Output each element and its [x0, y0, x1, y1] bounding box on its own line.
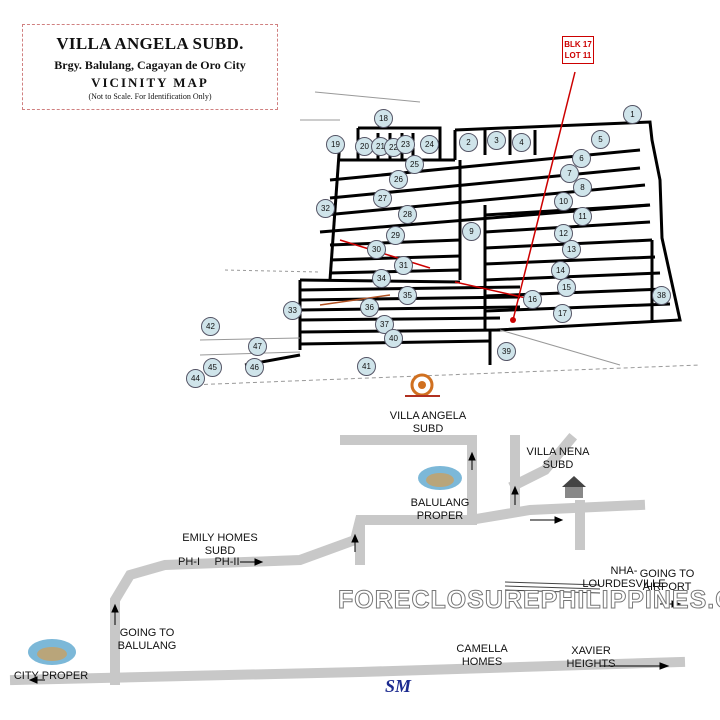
- going-to-balulang-label: GOING TO BALULANG: [117, 627, 177, 652]
- watermark-text: FORECLOSUREPHILIPPINES.COM: [338, 586, 720, 615]
- phase-1-label: PH-I: [178, 556, 200, 568]
- block-number: 28: [398, 205, 417, 224]
- block-number: 31: [394, 256, 413, 275]
- block-number: 2: [459, 133, 478, 152]
- block-number: 3: [487, 131, 506, 150]
- map-type: VICINITY MAP: [91, 75, 209, 90]
- sm-logo: SM: [385, 676, 412, 696]
- block-number: 6: [572, 149, 591, 168]
- landmark-image-icon: [28, 466, 462, 665]
- block-number: 36: [360, 298, 379, 317]
- lot-tag-lot: LOT 11: [564, 51, 592, 60]
- block-number: 15: [557, 278, 576, 297]
- block-number: 25: [405, 155, 424, 174]
- block-number: 12: [554, 224, 573, 243]
- block-number: 16: [523, 290, 542, 309]
- block-number: 7: [560, 164, 579, 183]
- subdivision-lots: [244, 120, 682, 367]
- lot-tag-block: BLK 17: [564, 40, 592, 49]
- block-number: 45: [203, 358, 222, 377]
- block-number: 9: [462, 222, 481, 241]
- lot-tag: BLK 17 LOT 11: [562, 36, 594, 64]
- camella-homes-label: CAMELLA HOMES: [456, 643, 508, 668]
- block-number: 17: [553, 304, 572, 323]
- block-number: 47: [248, 337, 267, 356]
- block-number: 38: [652, 286, 671, 305]
- emily-homes-label: EMILY HOMES SUBD: [182, 532, 258, 557]
- block-number: 35: [398, 286, 417, 305]
- block-number: 39: [497, 342, 516, 361]
- location-marker-icon: [405, 373, 440, 397]
- block-number: 33: [283, 301, 302, 320]
- block-number: 32: [316, 199, 335, 218]
- xavier-heights-label: XAVIER HEIGHTS: [566, 645, 616, 670]
- block-number: 30: [367, 240, 386, 259]
- nha-lourdesville-label: NHA- LOURDESVILLE: [582, 565, 666, 590]
- block-number: 29: [386, 226, 405, 245]
- city-proper-label: CITY PROPER: [13, 670, 89, 682]
- block-number: 19: [326, 135, 345, 154]
- subdivision-name: VILLA ANGELA SUBD.: [56, 34, 244, 53]
- block-number: 46: [245, 358, 264, 377]
- going-to-airport-label: GOING TO AIRPORT: [639, 568, 695, 593]
- block-number: 13: [562, 240, 581, 259]
- block-number: 8: [573, 178, 592, 197]
- map-title-box: VILLA ANGELA SUBD. Brgy. Balulang, Cagay…: [22, 24, 278, 110]
- house-icon: [562, 476, 586, 498]
- block-number: 42: [201, 317, 220, 336]
- address: Brgy. Balulang, Cagayan de Oro City: [54, 58, 246, 72]
- block-number: 18: [374, 109, 393, 128]
- block-number: 24: [420, 135, 439, 154]
- block-number: 5: [591, 130, 610, 149]
- block-number: 11: [573, 207, 592, 226]
- block-number: 40: [384, 329, 403, 348]
- block-number: 10: [554, 192, 573, 211]
- roads: [9, 432, 686, 686]
- block-number: 23: [396, 135, 415, 154]
- balulang-proper-label: BALULANG PROPER: [410, 497, 470, 522]
- block-number: 27: [373, 189, 392, 208]
- block-number: 26: [389, 170, 408, 189]
- block-number: 4: [512, 133, 531, 152]
- block-number: 44: [186, 369, 205, 388]
- block-number: 41: [357, 357, 376, 376]
- block-number: 1: [623, 105, 642, 124]
- block-number: 34: [372, 269, 391, 288]
- villa-angela-label: VILLA ANGELA SUBD: [389, 410, 467, 435]
- scale-note: (Not to Scale. For Identification Only): [88, 92, 212, 101]
- villa-nena-label: VILLA NENA SUBD: [526, 446, 590, 471]
- phase-2-label: PH-II: [214, 556, 240, 568]
